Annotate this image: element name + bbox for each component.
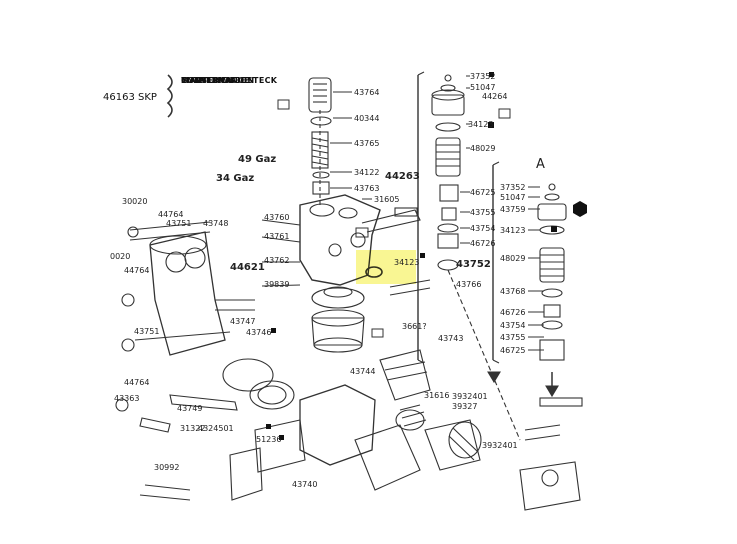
part-label: 44764 xyxy=(124,266,150,275)
part-label: 39839 xyxy=(264,280,290,289)
part-label: 46725 xyxy=(500,346,526,355)
part-label: 34123 xyxy=(468,120,494,129)
part-label: 43766 xyxy=(456,280,482,289)
part-label: 43759 xyxy=(500,205,526,214)
part-label: 30020 xyxy=(122,197,148,206)
part-label: 43748 xyxy=(203,219,229,228)
part-label: 43743 xyxy=(438,334,464,343)
part-label: 46725 xyxy=(470,188,496,197)
part-label: 37352 xyxy=(500,183,526,192)
maintenance-line-de: WARTUNGSBESTECK xyxy=(181,76,278,85)
cap-part xyxy=(308,77,332,113)
part-label: 43761 xyxy=(264,232,290,241)
maintenance-brace xyxy=(166,74,173,118)
part-label: 40344 xyxy=(354,114,380,123)
part-label: 44764 xyxy=(124,378,150,387)
part-label: 3932401 xyxy=(452,392,488,401)
part-label: 44264 xyxy=(482,92,508,101)
part-label: 43754 xyxy=(470,224,496,233)
part-label: 43751 xyxy=(134,327,160,336)
part-label: 3932401 xyxy=(482,441,518,450)
part-label: 43746 xyxy=(246,328,272,337)
part-label: 31605 xyxy=(374,195,400,204)
part-label: 51047 xyxy=(470,83,496,92)
gas-label-49: 49 Gaz xyxy=(238,154,277,165)
part-label: 43751 xyxy=(166,219,192,228)
section-mark: A xyxy=(536,157,545,172)
part-label: 48029 xyxy=(500,254,526,263)
maintenance-line-en: MAINTENANCE xyxy=(181,76,250,85)
part-label: 34122 xyxy=(354,168,380,177)
part-label: 43765 xyxy=(354,139,380,148)
group-label-44621: 44621 xyxy=(230,262,265,273)
gas-label-34: 34 Gaz xyxy=(216,173,255,184)
part-label: 43760 xyxy=(264,213,290,222)
part-label: 43363 xyxy=(114,394,140,403)
group-label-43752: 43752 xyxy=(456,259,491,270)
highlight-box xyxy=(356,250,416,284)
part-label: 43768 xyxy=(500,287,526,296)
part-label: 51047 xyxy=(500,193,526,202)
part-label: 51236 xyxy=(256,435,282,444)
part-label: 43749 xyxy=(177,404,203,413)
part-label: 43747 xyxy=(230,317,256,326)
part-label: 4324501 xyxy=(198,424,234,433)
part-label: 43744 xyxy=(350,367,376,376)
part-label: 30992 xyxy=(154,463,180,472)
part-label: 43755 xyxy=(470,208,496,217)
ring-part xyxy=(310,116,332,126)
maintenance-line-fr: ENTRETIEN xyxy=(181,76,234,85)
part-label: 43763 xyxy=(354,184,380,193)
part-label: 37352 xyxy=(470,72,496,81)
part-label: 0020 xyxy=(110,252,131,261)
part-label: 43762 xyxy=(264,256,290,265)
part-label: 43755 xyxy=(500,333,526,342)
highlighted-part-label: 34123 xyxy=(394,258,420,267)
part-code: 46163 SKP xyxy=(103,92,157,103)
part-label: 34123 xyxy=(500,226,526,235)
part-label: 43740 xyxy=(292,480,318,489)
part-label: 31616 xyxy=(424,391,450,400)
maintenance-line-it: CONSERVATION xyxy=(181,76,255,85)
part-label: 46726 xyxy=(470,239,496,248)
part-label: 44764 xyxy=(158,210,184,219)
part-label: 48029 xyxy=(470,144,496,153)
part-label: 31322 xyxy=(180,424,206,433)
part-label: 46726 xyxy=(500,308,526,317)
part-label: 43754 xyxy=(500,321,526,330)
part-label: 3661? xyxy=(402,322,427,331)
part-label: 39327 xyxy=(452,402,478,411)
group-label-44263: 44263 xyxy=(385,171,420,182)
part-label: 43764 xyxy=(354,88,380,97)
